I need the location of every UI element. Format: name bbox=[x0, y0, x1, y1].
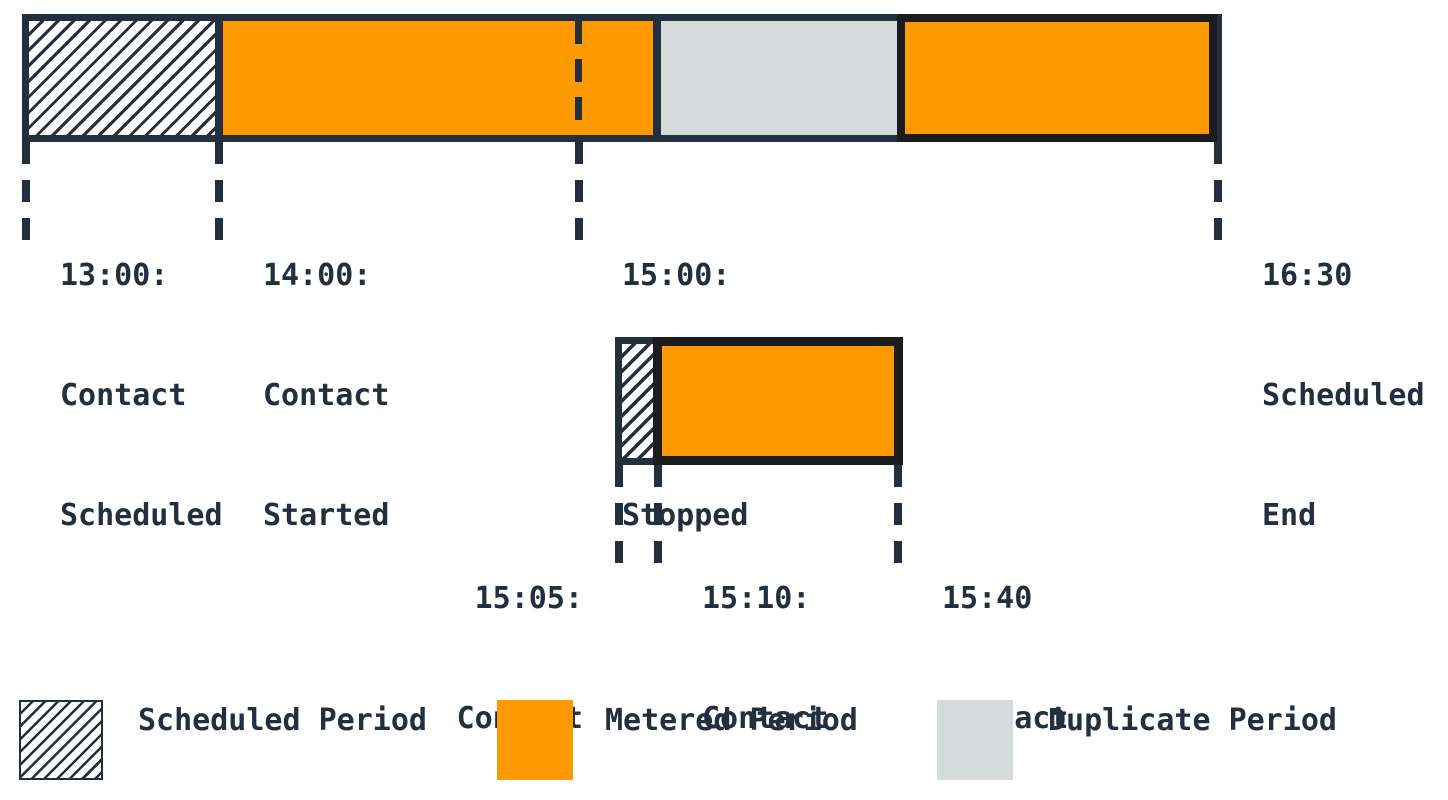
label-13-00-line3: Scheduled bbox=[60, 498, 223, 533]
duplicate-segment bbox=[661, 21, 897, 135]
label-13-00-time: 13:00: bbox=[60, 258, 169, 293]
scheduled-segment-1 bbox=[29, 21, 215, 135]
label-16-30-time: 16:30 bbox=[1262, 258, 1353, 293]
legend-label-metered: Metered Period bbox=[605, 703, 858, 738]
label-13-00: 13:00: Contact Scheduled bbox=[60, 176, 223, 616]
label-15-00-time: 15:00: bbox=[622, 258, 731, 293]
legend-label-duplicate: Duplicate Period bbox=[1048, 703, 1337, 738]
label-15-10-time: 15:10: bbox=[702, 581, 811, 616]
legend-swatch-duplicate bbox=[937, 700, 1013, 780]
label-16-30-line2: Scheduled bbox=[1262, 378, 1425, 413]
tick-16-30 bbox=[1214, 142, 1222, 242]
label-14-00-line2: Contact bbox=[263, 378, 390, 413]
tick-15-40 bbox=[894, 465, 902, 565]
label-15-10-line2: Contact bbox=[702, 701, 829, 736]
dashed-stop-line-15-00 bbox=[575, 21, 582, 135]
label-16-30: 16:30 Scheduled End bbox=[1262, 176, 1425, 616]
legend-swatch-metered bbox=[497, 700, 573, 780]
metered-box-1 bbox=[897, 14, 1217, 142]
scheduled-segment-2 bbox=[622, 344, 655, 458]
label-15-00-line3: Stopped bbox=[622, 498, 749, 533]
label-15-40-time: 15:40 bbox=[942, 581, 1033, 616]
metered-box-2 bbox=[653, 337, 903, 465]
tick-13-00 bbox=[22, 142, 30, 242]
tick-15-10 bbox=[654, 465, 662, 565]
tick-14-00 bbox=[215, 142, 223, 242]
legend-label-scheduled: Scheduled Period bbox=[138, 703, 427, 738]
label-15-05-time: 15:05: bbox=[474, 581, 583, 616]
metered-segment-1 bbox=[223, 21, 653, 135]
label-13-00-line2: Contact bbox=[60, 378, 187, 413]
tick-15-00 bbox=[575, 142, 583, 242]
segment-divider-14-00 bbox=[215, 21, 223, 135]
segment-divider-duplicate bbox=[653, 21, 661, 135]
label-14-00: 14:00: Contact Started bbox=[263, 176, 389, 616]
label-14-00-time: 14:00: bbox=[263, 258, 372, 293]
label-15-10: 15:10: Contact Started bbox=[702, 499, 828, 800]
label-16-30-line3: End bbox=[1262, 498, 1317, 533]
tick-15-05 bbox=[615, 465, 623, 565]
label-14-00-line3: Started bbox=[263, 498, 390, 533]
legend-swatch-scheduled bbox=[19, 700, 103, 780]
